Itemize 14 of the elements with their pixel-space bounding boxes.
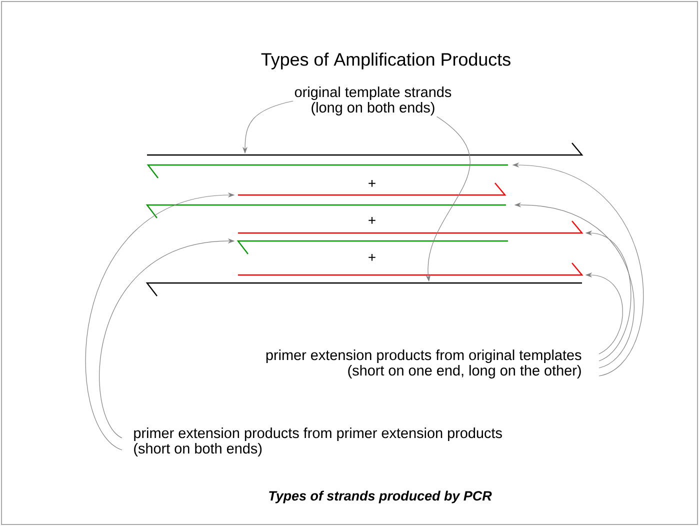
dna-strand bbox=[236, 240, 508, 254]
callout-text: primer extension products from primer extension products (short on both ends) bbox=[134, 428, 502, 456]
dna-strand bbox=[146, 164, 508, 178]
plus-sign: + bbox=[368, 180, 376, 187]
title: Types of Amplification Products bbox=[261, 52, 510, 70]
caption: Types of strands produced by PCR bbox=[269, 490, 492, 504]
dna-strand bbox=[146, 282, 582, 296]
callout-text: primer extension products from original templates (short on one end, long on the other) bbox=[266, 350, 582, 378]
dna-strand bbox=[146, 204, 506, 218]
plus-sign: + bbox=[368, 216, 376, 224]
plus-sign: + bbox=[368, 254, 376, 261]
dna-strand bbox=[238, 262, 584, 276]
dna-strand bbox=[147, 142, 584, 156]
callout-text: original template strands (long on both ends) bbox=[294, 86, 452, 116]
